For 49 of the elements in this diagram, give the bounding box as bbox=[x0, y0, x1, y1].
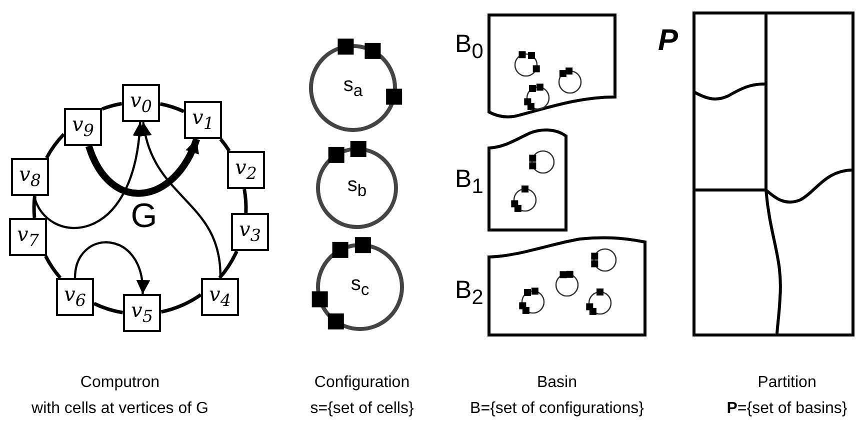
arrow bbox=[74, 241, 149, 294]
vertex-box bbox=[122, 84, 160, 122]
ring-segment bbox=[102, 102, 122, 111]
vertex-label: v$_{0}$ bbox=[130, 90, 152, 116]
ring-segment bbox=[44, 255, 62, 279]
caption: Configuration bbox=[314, 373, 410, 392]
vertex-box bbox=[227, 151, 265, 189]
caption: P={set of basins} bbox=[726, 399, 848, 418]
vertex-box bbox=[184, 101, 222, 139]
vertex-label: v$_{9}$ bbox=[72, 114, 94, 140]
vertex-box bbox=[9, 218, 47, 256]
graph-label: G bbox=[130, 196, 158, 237]
vertex-box bbox=[123, 294, 161, 332]
caption: s={set of cells} bbox=[310, 399, 414, 418]
vertex-box bbox=[231, 213, 269, 251]
vertex-label: v$_{1}$ bbox=[192, 107, 214, 133]
vertex-label: v$_{2}$ bbox=[235, 157, 257, 183]
vertex-label: v$_{6}$ bbox=[64, 284, 86, 310]
vertex-label: v$_{7}$ bbox=[17, 224, 39, 250]
basin-label: B$_{2}$ bbox=[455, 278, 484, 309]
basin-label: B$_{1}$ bbox=[455, 167, 484, 198]
ring-segment bbox=[160, 293, 202, 314]
vertex-box bbox=[56, 278, 94, 316]
ring-segment bbox=[219, 138, 231, 152]
caption: B={set of configurations} bbox=[470, 399, 644, 418]
vertex-label: v$_{8}$ bbox=[19, 164, 41, 190]
configuration-label: s$_{a}$ bbox=[342, 75, 364, 100]
caption: with cells at vertices of G bbox=[32, 399, 208, 418]
caption: Computron bbox=[80, 373, 160, 392]
arrow bbox=[86, 138, 200, 197]
arrow bbox=[138, 122, 222, 278]
basin-label: B$_{0}$ bbox=[455, 32, 484, 63]
vertex-box bbox=[11, 158, 49, 196]
caption: Basin bbox=[536, 373, 578, 392]
ring-segment bbox=[45, 133, 66, 159]
vertex-label: v$_{3}$ bbox=[239, 219, 261, 245]
vertex-box bbox=[64, 108, 102, 146]
ring-segment bbox=[93, 302, 124, 314]
configuration-label: s$_{c}$ bbox=[350, 274, 370, 299]
caption: Partition bbox=[758, 373, 816, 392]
ring-segment bbox=[218, 250, 238, 279]
partition-label: P bbox=[658, 26, 678, 56]
ring-segment bbox=[242, 188, 248, 214]
vertex-label: v$_{4}$ bbox=[209, 284, 231, 310]
ring-segment bbox=[32, 196, 36, 218]
ring-segment bbox=[160, 102, 185, 114]
vertex-box bbox=[201, 278, 239, 316]
configuration-label: s$_{b}$ bbox=[346, 175, 368, 200]
vertex-label: v$_{5}$ bbox=[131, 300, 153, 326]
